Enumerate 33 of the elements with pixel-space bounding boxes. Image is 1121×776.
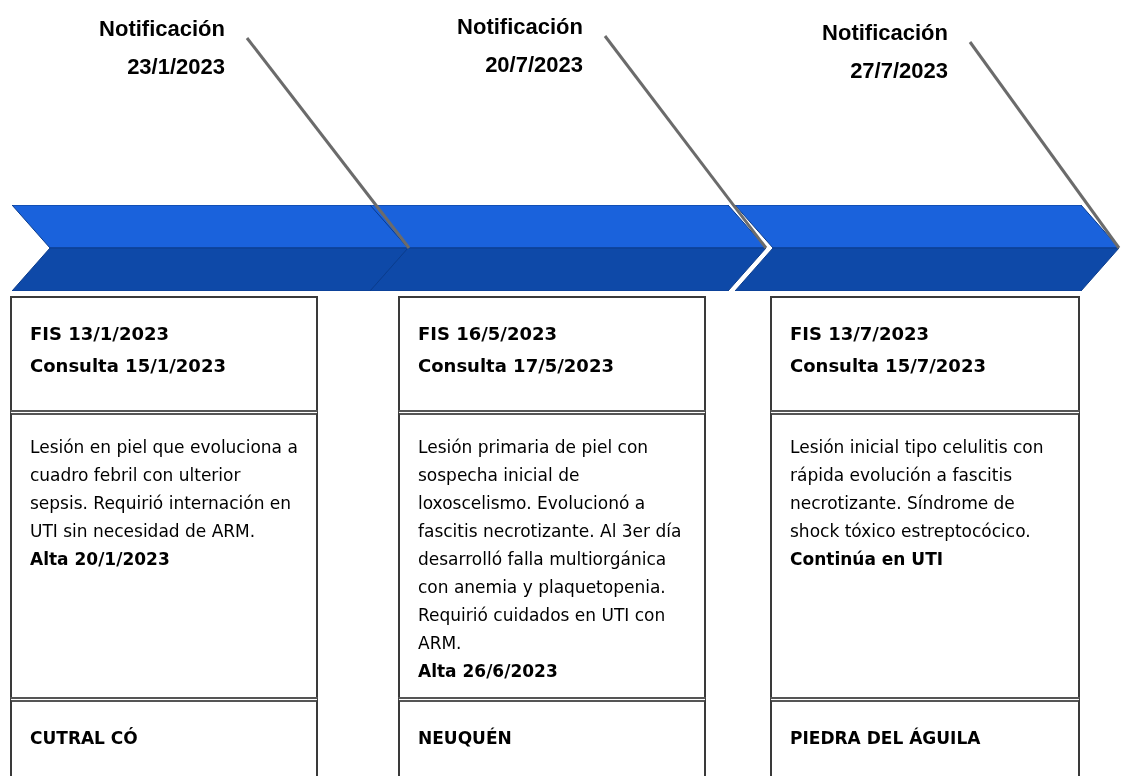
- date-line: Consulta 15/7/2023: [790, 354, 987, 378]
- date-line: FIS 13/1/2023: [30, 322, 171, 346]
- location-name: NEUQUÉN: [418, 726, 513, 750]
- location-cell: [770, 697, 1080, 776]
- leader-line: [968, 41, 1121, 249]
- date-line: Consulta 15/1/2023: [30, 354, 227, 378]
- status-line: Alta 26/6/2023: [418, 660, 559, 683]
- timeline-band: [12, 205, 409, 291]
- date-line: FIS 16/5/2023: [418, 322, 559, 346]
- case-description-cell: [10, 410, 318, 697]
- description-text: Lesión primaria de piel con sospecha inicial de loxoscelismo. Evolucionó a fascitis necrotizante. Al 3er día desarrolló falla multiorgánica con anemia y plaquetopenia. Requirió cuidados en UTI con ARM.: [418, 436, 683, 655]
- timeline-band: [370, 205, 766, 291]
- location-name: PIEDRA DEL ÁGUILA: [790, 726, 982, 750]
- location-cell: [398, 697, 706, 776]
- location-cell: [10, 697, 318, 776]
- date-header-cell: [10, 296, 318, 410]
- status-line: Continúa en UTI: [790, 548, 945, 571]
- date-line: FIS 13/7/2023: [790, 322, 931, 346]
- leader-line: [603, 35, 768, 249]
- date-header-cell: [398, 296, 706, 410]
- timeline-band: [735, 205, 1119, 291]
- description-text: Lesión inicial tipo celulitis con rápida evolución a fascitis necrotizante. Síndrome de shock tóxico estreptocócico.: [790, 436, 1045, 543]
- leader-line: [245, 37, 411, 249]
- date-header-cell: [770, 296, 1080, 410]
- status-line: Alta 20/1/2023: [30, 548, 171, 571]
- description-text: Lesión en piel que evoluciona a cuadro febril con ulterior sepsis. Requirió internación en UTI sin necesidad de ARM.: [30, 436, 298, 543]
- case-description-cell: [770, 410, 1080, 697]
- date-line: Consulta 17/5/2023: [418, 354, 615, 378]
- notification-date-label: Notificación 27/7/2023: [821, 19, 948, 85]
- location-name: CUTRAL CÓ: [30, 726, 139, 750]
- case-description-cell: [398, 410, 706, 697]
- notification-date-label: Notificación 20/7/2023: [456, 13, 583, 79]
- notification-date-label: Notificación 23/1/2023: [98, 15, 225, 81]
